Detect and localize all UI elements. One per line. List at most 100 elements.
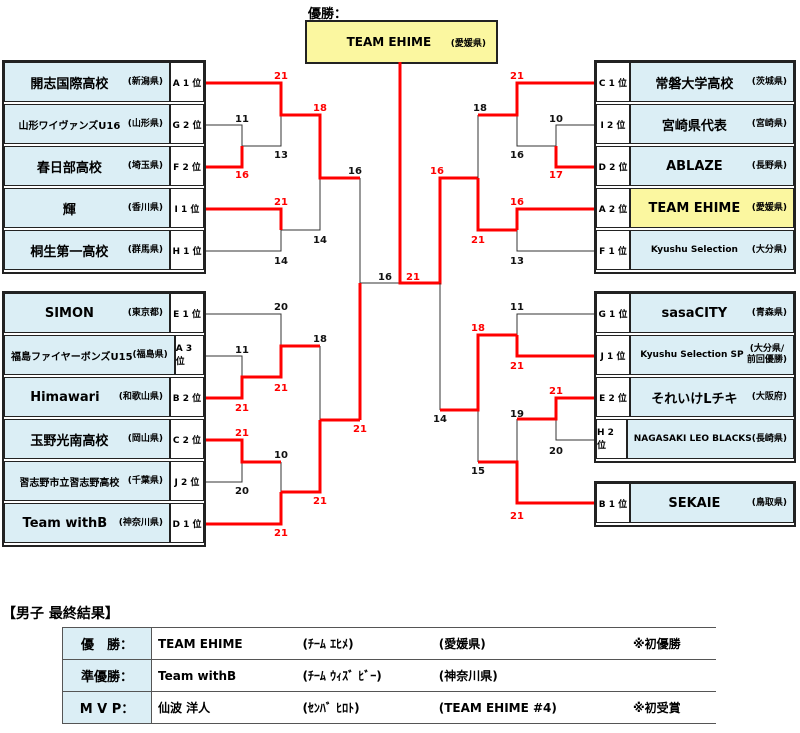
team-row: 春日部高校(埼玉県)F 2 位 xyxy=(4,146,204,186)
team-prefecture: (福島県) xyxy=(132,349,168,360)
team-row: G 1 位 sasaCITY (青森県) xyxy=(596,293,794,333)
result-row: 優 勝：TEAM EHIME(ﾁｰﾑ ｴﾋﾒ)(愛媛県)※初優勝 xyxy=(62,627,716,660)
score-label: 16 xyxy=(348,166,362,177)
score-label: 20 xyxy=(549,446,563,457)
score-label: 11 xyxy=(235,345,249,356)
result-row: M V P：仙波 洋人(ｾﾝﾊﾞ ﾋﾛﾄ)(TEAM EHIME #4)※初受賞 xyxy=(62,691,716,724)
group-rank: D 2 位 xyxy=(597,147,631,185)
score-label: 21 xyxy=(510,71,524,82)
team-name-cell: 輝(香川県) xyxy=(5,189,169,227)
group-rank: I 1 位 xyxy=(169,189,203,227)
team-name: TEAM EHIME xyxy=(648,200,741,216)
group-rank: A 2 位 xyxy=(597,189,631,227)
result-row: 準優勝：Team withB(ﾁｰﾑ ｳｨｽﾞ ﾋﾞｰ)(神奈川県) xyxy=(62,659,716,692)
team-name: ABLAZE xyxy=(666,158,723,174)
team-name-cell: Team withB(神奈川県) xyxy=(5,504,169,542)
score-label: 16 xyxy=(430,166,444,177)
score-label: 13 xyxy=(274,150,288,161)
team-prefecture: (宮崎県) xyxy=(751,118,787,129)
team-name-cell: Kyushu Selection SP(大分県/ 前回優勝) xyxy=(631,336,793,374)
score-label: 18 xyxy=(473,103,487,114)
team-name-cell: 開志国際高校(新潟県) xyxy=(5,63,169,101)
team-prefecture: (大阪府) xyxy=(751,391,787,402)
result-note xyxy=(626,659,716,692)
score-label: 16 xyxy=(378,272,392,283)
score-label: 21 xyxy=(510,361,524,372)
score-label: 20 xyxy=(235,486,249,497)
team-name-cell: Himawari(和歌山県) xyxy=(5,378,169,416)
score-label: 16 xyxy=(510,150,524,161)
team-name: 福島ファイヤーボンズU15 xyxy=(11,351,133,363)
group-rank: B 1 位 xyxy=(597,484,631,522)
group-rank: B 2 位 xyxy=(169,378,203,416)
score-label: 21 xyxy=(274,197,288,208)
team-prefecture: (群馬県) xyxy=(127,244,163,255)
team-prefecture: (青森県) xyxy=(751,307,787,318)
team-row: 桐生第一高校(群馬県)H 1 位 xyxy=(4,230,204,270)
score-label: 21 xyxy=(471,235,485,246)
team-name: 春日部高校 xyxy=(36,160,102,176)
score-label: 21 xyxy=(549,386,563,397)
team-name-cell: 山形ワイヴァンズU16(山形県) xyxy=(5,105,169,143)
score-label: 14 xyxy=(313,235,327,246)
team-name: 習志野市立習志野高校 xyxy=(19,477,120,489)
result-team: 仙波 洋人 xyxy=(151,691,297,724)
team-name: sasaCITY xyxy=(661,305,728,321)
team-name-cell: 習志野市立習志野高校(千葉県) xyxy=(5,462,169,500)
team-row: C 1 位常磐大学高校(茨城県) xyxy=(596,62,794,102)
group-rank: J 2 位 xyxy=(169,462,203,500)
group-rank: C 2 位 xyxy=(169,420,203,458)
left-bottom-group xyxy=(2,291,206,547)
result-label: 優 勝： xyxy=(62,627,152,660)
team-name: SIMON xyxy=(44,305,94,321)
team-prefecture: (鳥取県) xyxy=(751,497,787,508)
score-label: 21 xyxy=(353,424,367,435)
group-rank: G 1 位 xyxy=(597,294,631,332)
bracket-line xyxy=(203,313,321,492)
champion-team: TEAM EHIME xyxy=(346,35,432,49)
team-prefecture: (東京都) xyxy=(127,307,163,318)
score-label: 10 xyxy=(549,114,563,125)
group-rank: E 1 位 xyxy=(169,294,203,332)
team-name-cell: sasaCITY (青森県) xyxy=(631,294,793,332)
team-name: 桐生第一高校 xyxy=(30,244,109,260)
result-team: Team withB xyxy=(151,659,297,692)
team-name-cell: 桐生第一高校 (群馬県) xyxy=(5,231,169,269)
result-note: ※初優勝 xyxy=(626,627,716,660)
score-label: 11 xyxy=(510,302,524,313)
team-name: 山形ワイヴァンズU16 xyxy=(18,120,121,132)
bracket-line-winner xyxy=(440,333,596,505)
score-label: 13 xyxy=(510,256,524,267)
team-prefecture: (愛媛県) xyxy=(751,202,787,213)
group-rank: A 1 位 xyxy=(169,63,203,101)
team-name-cell: ABLAZE(長野県) xyxy=(631,147,793,185)
team-name: 玉野光南高校 xyxy=(30,433,109,449)
result-pref: (神奈川県) xyxy=(432,659,627,692)
score-label: 17 xyxy=(549,170,563,181)
bracket-line-winner xyxy=(203,81,360,230)
team-name-cell: 常磐大学高校(茨城県) xyxy=(631,63,793,101)
team-row: 輝(香川県)I 1 位 xyxy=(4,188,204,228)
right-sekaie-group xyxy=(594,481,796,527)
team-name-cell: SEKAIE(鳥取県) xyxy=(631,484,793,522)
group-rank: D 1 位 xyxy=(169,504,203,542)
team-prefecture: (神奈川県) xyxy=(118,517,163,528)
score-label: 21 xyxy=(406,272,420,283)
team-prefecture: (大分県) xyxy=(751,244,787,255)
team-name-cell: 福島ファイヤーボンズU15(福島県) xyxy=(5,336,174,374)
team-name-cell: 玉野光南高校(岡山県) xyxy=(5,420,169,458)
score-label: 10 xyxy=(274,450,288,461)
score-label: 16 xyxy=(235,170,249,181)
team-row: Himawari(和歌山県)B 2 位 xyxy=(4,377,204,417)
result-label: 準優勝： xyxy=(62,659,152,692)
team-prefecture: (和歌山県) xyxy=(118,391,163,402)
team-name: NAGASAKI LEO BLACKS xyxy=(633,434,752,444)
score-label: 18 xyxy=(313,334,327,345)
result-pref: (愛媛県) xyxy=(432,627,627,660)
group-rank: I 2 位 xyxy=(597,105,631,143)
team-name-cell: SIMON (東京都) xyxy=(5,294,169,332)
